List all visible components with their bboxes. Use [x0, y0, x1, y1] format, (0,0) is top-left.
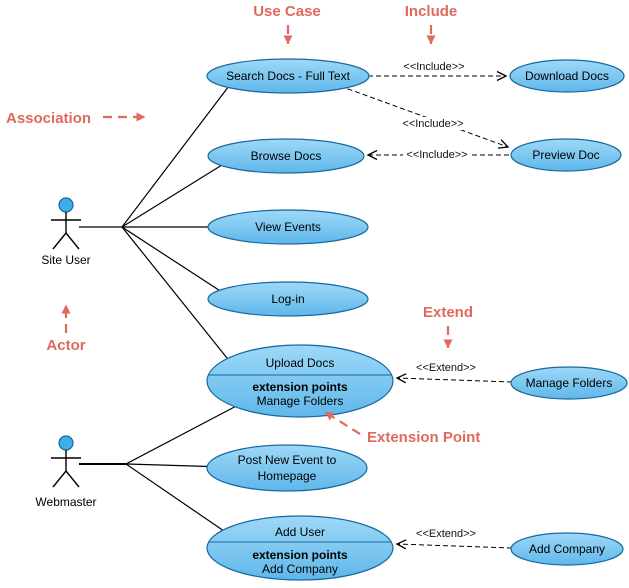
annotation-extension-point: Extension Point [324, 411, 480, 446]
stereotype-label: <<Include>> [406, 149, 467, 161]
extension-point-entry: Manage Folders [257, 394, 344, 408]
label-background [413, 527, 479, 540]
stereotype-label: <<Include>> [402, 118, 463, 130]
use-case-ellipse [510, 366, 628, 400]
use-case-label: Browse Docs [251, 149, 322, 163]
association-line-site-user-login [121, 226, 229, 297]
association-line-site-user-search-docs [121, 81, 233, 228]
use-case-ellipse [206, 444, 368, 492]
annotation-actor: Actor [46, 304, 86, 354]
association-lines-site-user [79, 81, 236, 369]
actor-webmaster: Webmaster [35, 435, 97, 509]
actor-head-icon [58, 197, 74, 213]
use-case-upload-docs: Upload Docs extension points Manage Fold… [206, 344, 394, 418]
use-case-label: Upload Docs [266, 356, 335, 370]
use-case-label: Manage Folders [526, 376, 613, 390]
use-case-ellipse [510, 532, 624, 566]
extend-connector-addcompany-adduser [395, 539, 513, 550]
use-case-label-line1: Post New Event to [238, 453, 337, 467]
actor-leg-left [52, 470, 67, 488]
use-case-label-line2: Homepage [258, 469, 317, 483]
include-label-preview-browse: <<Include>> [403, 148, 471, 161]
annotation-label: Actor [46, 337, 85, 354]
actor-leg-left [52, 232, 67, 250]
use-case-label: Add Company [529, 542, 605, 556]
annotation-arrow-upleft-icon [324, 411, 361, 435]
stereotype-label: <<Include>> [403, 61, 464, 73]
label-background [399, 117, 467, 130]
use-case-view-events: View Events [207, 209, 369, 245]
label-background [403, 148, 471, 161]
use-case-add-company: Add Company [510, 532, 624, 566]
actor-leg-right [65, 232, 80, 250]
annotation-label: Extend [423, 304, 473, 321]
actor-label: Site User [41, 253, 90, 267]
use-case-ellipse [207, 281, 369, 317]
extend-connector-managefolders-uploaddocs [395, 373, 513, 384]
actor-head-icon [58, 435, 74, 451]
annotation-include: Include [405, 3, 458, 45]
use-case-post-new-event: Post New Event to Homepage [206, 444, 368, 492]
stereotype-label: <<Extend>> [416, 528, 476, 540]
use-case-label: Add User [275, 525, 325, 539]
extend-label-addcompany-adduser: <<Extend>> [413, 527, 479, 540]
include-connector-search-preview [339, 85, 510, 149]
use-case-ellipse [207, 209, 369, 245]
association-line-site-user-browse-docs [121, 159, 231, 228]
stereotype-label: <<Extend>> [416, 362, 476, 374]
annotation-extend: Extend [423, 304, 473, 349]
use-case-preview-doc: Preview Doc [510, 138, 622, 172]
annotation-association: Association [6, 110, 146, 127]
annotation-label: Include [405, 3, 458, 20]
use-case-ellipse [206, 515, 394, 581]
actor-label: Webmaster [35, 495, 96, 509]
use-case-label: Download Docs [525, 69, 609, 83]
annotation-use-case: Use Case [253, 3, 321, 45]
use-case-search-docs: Search Docs - Full Text [206, 58, 370, 94]
use-case-ellipse [207, 138, 365, 174]
include-label-search-download: <<Include>> [403, 61, 464, 73]
extend-label-managefolders-uploaddocs: <<Extend>> [413, 361, 479, 374]
use-case-label: Log-in [271, 292, 304, 306]
use-case-download-docs: Download Docs [509, 59, 625, 93]
association-line-webmaster-add-user [125, 463, 241, 543]
association-line-webmaster-upload-docs [125, 402, 243, 465]
actor-site-user: Site User [41, 197, 91, 267]
extension-points-header: extension points [252, 548, 348, 562]
use-case-login: Log-in [207, 281, 369, 317]
annotation-label: Association [6, 110, 91, 127]
use-case-label: Search Docs - Full Text [226, 69, 350, 83]
extension-points-header: extension points [252, 380, 348, 394]
label-background [413, 361, 479, 374]
actor-leg-right [65, 470, 80, 488]
use-case-ellipse [510, 138, 622, 172]
use-case-ellipse [206, 58, 370, 94]
use-case-label: Preview Doc [532, 148, 599, 162]
use-case-ellipse [206, 344, 394, 418]
include-label-search-preview: <<Include>> [399, 117, 467, 130]
annotation-label: Use Case [253, 3, 321, 20]
use-case-manage-folders: Manage Folders [510, 366, 628, 400]
annotation-label: Extension Point [367, 429, 480, 446]
use-case-label: View Events [255, 220, 321, 234]
association-line-site-user-upload-docs [121, 226, 236, 369]
relationship-connectors [339, 70, 513, 550]
use-case-add-user: Add User extension points Add Company [206, 515, 394, 581]
extension-point-entry: Add Company [262, 562, 338, 576]
use-case-browse-docs: Browse Docs [207, 138, 365, 174]
use-case-ellipse [509, 59, 625, 93]
